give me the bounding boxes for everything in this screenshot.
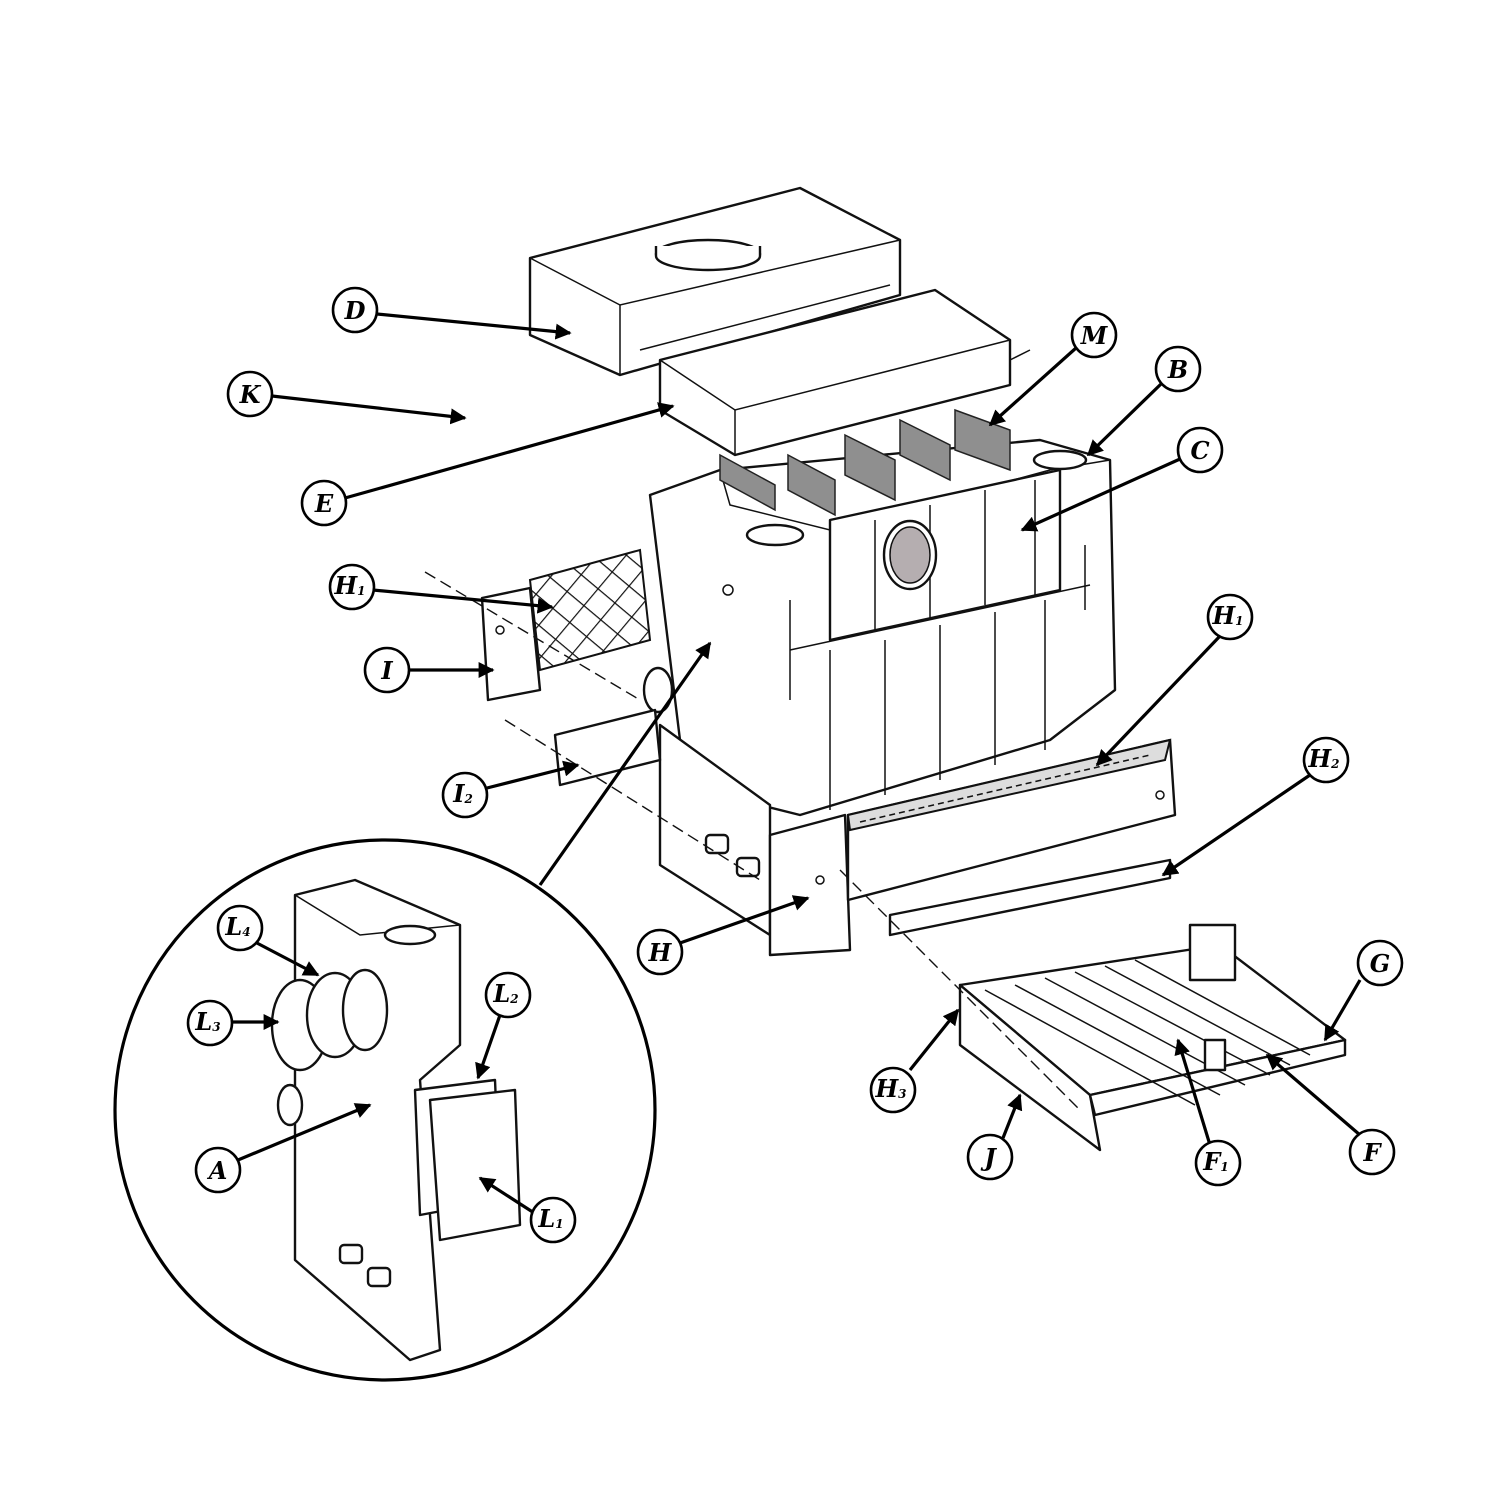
callout-L4: L4 <box>216 904 264 952</box>
callout-H: H <box>636 928 684 976</box>
svg-text:J: J <box>980 1143 997 1172</box>
burner-tray-part-f <box>839 869 1347 1152</box>
svg-text:H3: H3 <box>874 1074 906 1103</box>
svg-text:H1: H1 <box>1211 601 1243 630</box>
callout-F: F <box>1348 1128 1396 1176</box>
leader-lines <box>225 312 1362 1222</box>
detail-circle-inset <box>113 838 657 1382</box>
svg-text:D: D <box>344 296 366 325</box>
svg-text:L3: L3 <box>194 1007 220 1036</box>
callout-H2: H2 <box>1302 736 1350 784</box>
callout-A: A <box>194 1146 242 1194</box>
svg-text:A: A <box>207 1156 228 1185</box>
observation-panel-left <box>424 548 761 881</box>
svg-text:F: F <box>1362 1138 1382 1167</box>
callout-J: J <box>966 1133 1014 1181</box>
callout-K: K <box>226 370 274 418</box>
heat-exchanger-sections <box>642 438 1117 817</box>
callout-E: E <box>300 479 348 527</box>
svg-text:K: K <box>239 380 262 409</box>
svg-text:H2: H2 <box>1307 744 1339 773</box>
callout-L1: L1 <box>529 1196 577 1244</box>
svg-text:C: C <box>1190 436 1209 465</box>
callout-G: G <box>1356 939 1404 987</box>
draft-hood-part-d <box>528 186 902 377</box>
callout-I: I <box>363 646 411 694</box>
svg-text:H: H <box>648 938 673 967</box>
svg-text:H1: H1 <box>333 571 365 600</box>
svg-text:L1: L1 <box>537 1204 563 1233</box>
callout-F1: F1 <box>1194 1139 1242 1187</box>
svg-text:E: E <box>314 489 334 518</box>
callout-H1-right: H1 <box>1206 593 1254 641</box>
boiler-base-casing <box>658 723 852 957</box>
svg-text:L4: L4 <box>224 912 250 941</box>
callout-L3: L3 <box>186 999 234 1047</box>
svg-text:M: M <box>1080 321 1109 350</box>
svg-text:F1: F1 <box>1202 1147 1228 1176</box>
svg-text:B: B <box>1167 355 1188 384</box>
svg-text:I2: I2 <box>452 779 473 808</box>
callout-L2: L2 <box>484 971 532 1019</box>
burner-access-panel-part-h <box>846 738 1177 937</box>
callout-I2: I2 <box>441 771 489 819</box>
callout-H3: H3 <box>869 1066 917 1114</box>
svg-text:G: G <box>1370 949 1391 978</box>
callout-B: B <box>1154 345 1202 393</box>
callout-H1-left: H1 <box>328 563 376 611</box>
callout-D: D <box>331 286 379 334</box>
svg-text:L2: L2 <box>492 979 518 1008</box>
callout-C: C <box>1176 426 1224 474</box>
callout-M: M <box>1070 311 1118 359</box>
svg-text:I: I <box>380 656 393 685</box>
